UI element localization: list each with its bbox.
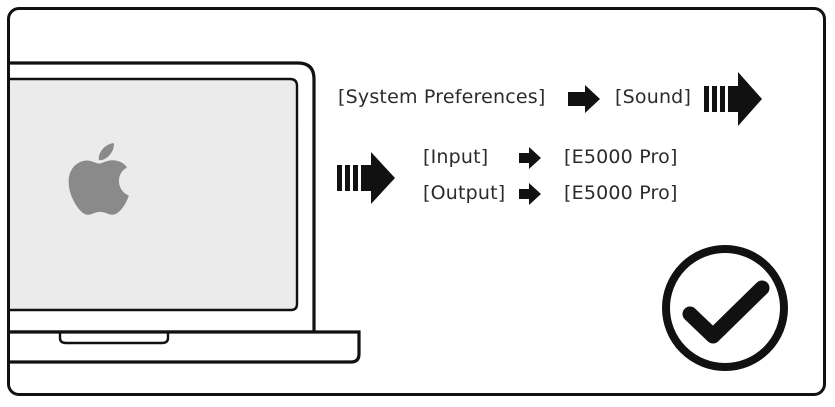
step-system-preferences: [System Preferences] [338,86,546,108]
check-circle-icon [662,245,788,371]
arrow-right-icon [568,85,600,113]
laptop-illustration [10,61,361,364]
apple-logo-icon [68,143,129,215]
striped-arrow-icon [704,72,762,126]
laptop-base [10,330,361,364]
step-output: [Output] [423,182,506,204]
instruction-panel: [System Preferences] [Sound] [Input] [E5… [7,7,826,396]
striped-arrow-icon [337,152,395,204]
step-input-device: [E5000 Pro] [564,146,678,168]
arrow-right-icon [519,183,541,205]
flow-graphics [337,72,788,371]
laptop-hinge [58,332,170,345]
step-input: [Input] [423,146,489,168]
step-output-device: [E5000 Pro] [564,182,678,204]
step-sound: [Sound] [615,86,692,108]
arrow-right-icon [519,147,541,169]
laptop-screen [10,77,299,312]
